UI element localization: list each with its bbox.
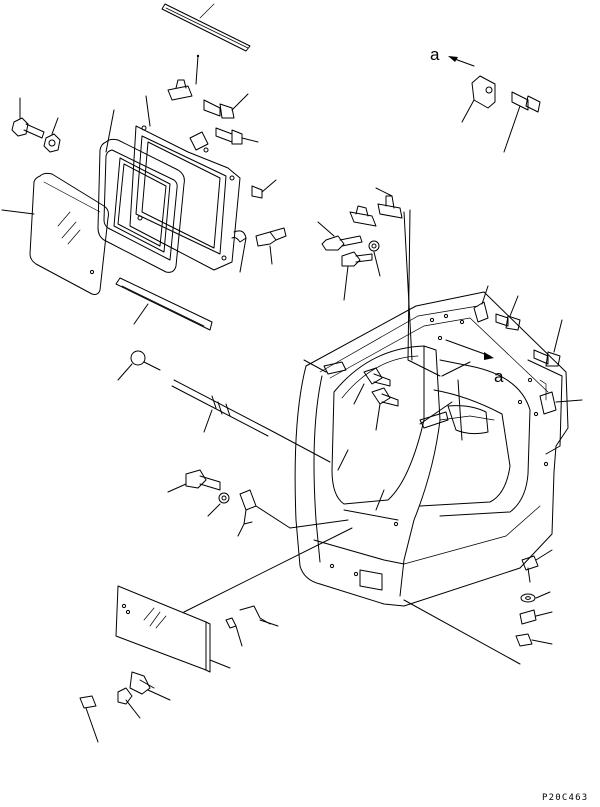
cab-bolt-right-1: [495, 295, 521, 331]
spring-clip: [231, 230, 247, 273]
roof-bracket-1: [349, 187, 413, 361]
cab-leaders: [303, 209, 441, 511]
view-a-label-top: a: [430, 45, 440, 64]
cab-bracket-right-2: [539, 391, 583, 415]
bolt-a: [503, 91, 541, 153]
cab-body: a: [294, 291, 569, 607]
bolt-side-1: [167, 469, 221, 493]
glass-cap-lower: [79, 695, 99, 743]
view-a-label-cab: a: [494, 367, 504, 386]
window-seal-frame: [97, 109, 185, 273]
washer-right-lower: [520, 591, 551, 603]
window-glass-lower: [115, 585, 231, 673]
wiper-link-rod: [171, 379, 331, 463]
bolt-window-1: [11, 97, 45, 139]
bolt-window-4: [251, 179, 277, 199]
cab-pin-1: [353, 367, 391, 405]
roof-washer-1: [368, 240, 381, 277]
bolt-window-2: [203, 93, 249, 119]
glass-lower-leader: [183, 527, 353, 613]
bracket-clip-top: [167, 54, 200, 101]
cab-bracket-right: [473, 285, 489, 323]
washer-side-1: [207, 492, 230, 517]
wiper-strip-top: [161, 3, 251, 52]
cab-bolt-right-2: [533, 319, 563, 367]
cab-pin-2: [371, 387, 399, 431]
nut-window-1: [43, 117, 61, 153]
clip-side-1: [237, 489, 349, 537]
bolt-window-3: [215, 127, 259, 145]
bracket-right-lower: [403, 599, 553, 665]
window-lower-strip: [115, 277, 213, 331]
screw-right-lower: [521, 549, 553, 583]
roof-bolt-1: [317, 221, 363, 251]
glass-pin-lower: [129, 671, 171, 701]
drawing-code: P20C463: [542, 793, 588, 803]
window-glass-left: [1, 172, 109, 295]
bolt-window-5: [255, 227, 287, 265]
glass-clip-small: [225, 605, 279, 647]
wiper-knob: [117, 350, 161, 381]
roof-bolt-2: [341, 251, 373, 301]
bracket-detail-a: a: [430, 45, 541, 153]
window-bracket-frame: [129, 95, 241, 271]
clip-right-lower: [519, 609, 553, 625]
glass-bolt-lower: [117, 687, 141, 719]
